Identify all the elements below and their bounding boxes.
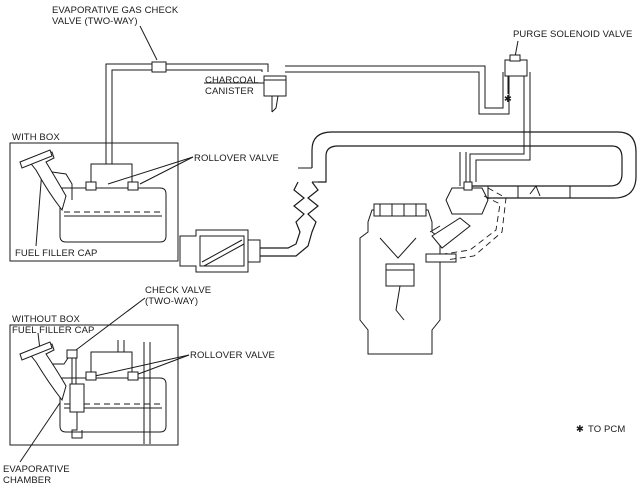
air-cleaner-outlet [247, 239, 261, 263]
charcoal-canister [263, 75, 287, 113]
evaporative-chamber [69, 383, 85, 413]
rollover-top-piping [90, 160, 133, 182]
vapor-line-tank-to-check-valve [105, 63, 152, 164]
manifold-line [429, 225, 441, 233]
vapor-line-canister-to-purge-2 [285, 71, 510, 115]
vapor-line-check-valve-to-canister-2 [166, 69, 263, 72]
vent-line-bottom-right [143, 342, 151, 444]
engine [359, 203, 471, 355]
rollover-valve-bottom-1 [85, 371, 97, 381]
bellows-connector [298, 167, 326, 183]
without-box-label: WITHOUT BOX [12, 314, 81, 325]
check-valve-label-1: CHECK VALVE [145, 285, 211, 296]
with-box-label: WITH BOX [12, 132, 60, 143]
purge-valve-cap [509, 54, 521, 62]
rollover-valve-bottom-2 [127, 371, 139, 381]
to-pcm-note: TO PCM [588, 424, 625, 435]
piston [385, 263, 415, 287]
throttle-hidden-passage [443, 195, 501, 255]
charcoal-canister-label-2: CANISTER [205, 86, 254, 97]
connecting-rod [395, 285, 405, 321]
purge-to-plenum [469, 136, 525, 182]
evap-gas-check-valve-label-1: EVAPORATIVE GAS CHECK [52, 5, 179, 16]
check-valve-line [71, 358, 77, 384]
intake-duct-inner [325, 145, 623, 187]
evaporative-chamber-label-2: CHAMBER [3, 475, 51, 486]
with-box-frame [9, 142, 179, 262]
leader-rollover-bottom-b [132, 354, 190, 377]
rollover-valve-label-top: ROLLOVER VALVE [194, 153, 279, 164]
leader-rollover-top-a [107, 156, 194, 185]
air-cleaner-housing [179, 229, 249, 273]
filler-neck-top [27, 151, 67, 212]
fuel-tank-bottom [59, 377, 167, 433]
filler-neck-bottom [27, 343, 67, 402]
engine-valve-cover [373, 203, 427, 217]
fuel-filler-cap-bottom [19, 341, 53, 361]
air-cleaner-element-1 [201, 239, 243, 263]
fuel-injector-rail [425, 253, 457, 263]
fuel-filler-cap-label-bottom: FUEL FILLER CAP [12, 325, 94, 336]
air-cleaner [179, 229, 261, 273]
canister-drain [271, 95, 279, 113]
fuel-tank-with-box [9, 142, 179, 262]
purge-solenoid-valve: ✱ [504, 54, 528, 105]
throttle-purge-port [463, 181, 473, 191]
leader-rollover-top-b [139, 156, 194, 185]
purge-valve-body [504, 59, 528, 77]
bellows-left [260, 181, 305, 249]
intake-manifold [431, 217, 471, 249]
air-cleaner-element-2 [203, 243, 245, 267]
pcm-marker-purge: ✱ [504, 94, 512, 105]
vapor-line-check-valve-to-canister [166, 63, 269, 72]
vapor-lines [105, 63, 531, 164]
bellows-right [260, 181, 319, 257]
evaporative-chamber-label-1: EVAPORATIVE [3, 464, 70, 475]
purge-to-plenum-2 [475, 136, 531, 182]
leader-evap-gas-check-valve [139, 25, 158, 61]
rollover-bottom-piping [90, 340, 133, 372]
air-cleaner-inner [199, 235, 245, 267]
plenum-fitting [529, 184, 541, 197]
rollover-valve-top-1 [85, 181, 97, 191]
throttle-hidden-passage-2 [445, 187, 507, 261]
evap-gas-check-valve-label-2: VALVE (TWO-WAY) [52, 16, 138, 27]
filler-vent-bottom [52, 357, 69, 365]
evaporative-chamber-base [71, 412, 83, 439]
leader-fuel-cap-top [35, 169, 43, 247]
fuel-filler-cap-top [19, 149, 53, 169]
canister-body [263, 75, 287, 97]
vapor-line-canister-to-purge [285, 65, 504, 109]
fuel-tank-without-box [9, 324, 179, 446]
fuel-filler-cap-label-top: FUEL FILLER CAP [15, 248, 97, 259]
evap-gas-check-valve [151, 61, 167, 73]
intake-air-duct [260, 131, 637, 257]
engine-valves [379, 237, 417, 259]
intake-duct-outer [311, 131, 637, 199]
duct-riser [459, 152, 467, 186]
without-box-frame [9, 324, 179, 446]
vapor-line-tank-to-check-valve-2 [111, 69, 152, 164]
throttle-body [443, 181, 507, 261]
fuel-tank-top [59, 187, 167, 243]
throttle-body-housing [445, 187, 489, 215]
leader-rollover-bottom-a [94, 354, 190, 377]
pcm-marker-legend: ✱ [576, 424, 584, 435]
filler-vent-top [51, 171, 73, 200]
check-valve-label-2: (TWO-WAY) [145, 296, 198, 307]
rollover-valve-label-bottom: ROLLOVER VALVE [190, 350, 275, 361]
charcoal-canister-label-1: CHARCOAL [205, 75, 259, 86]
rollover-valve-top-2 [127, 181, 139, 191]
purge-solenoid-valve-label: PURGE SOLENOID VALVE [513, 29, 632, 40]
check-valve-two-way [66, 349, 78, 359]
bellows-top-join [318, 170, 327, 183]
